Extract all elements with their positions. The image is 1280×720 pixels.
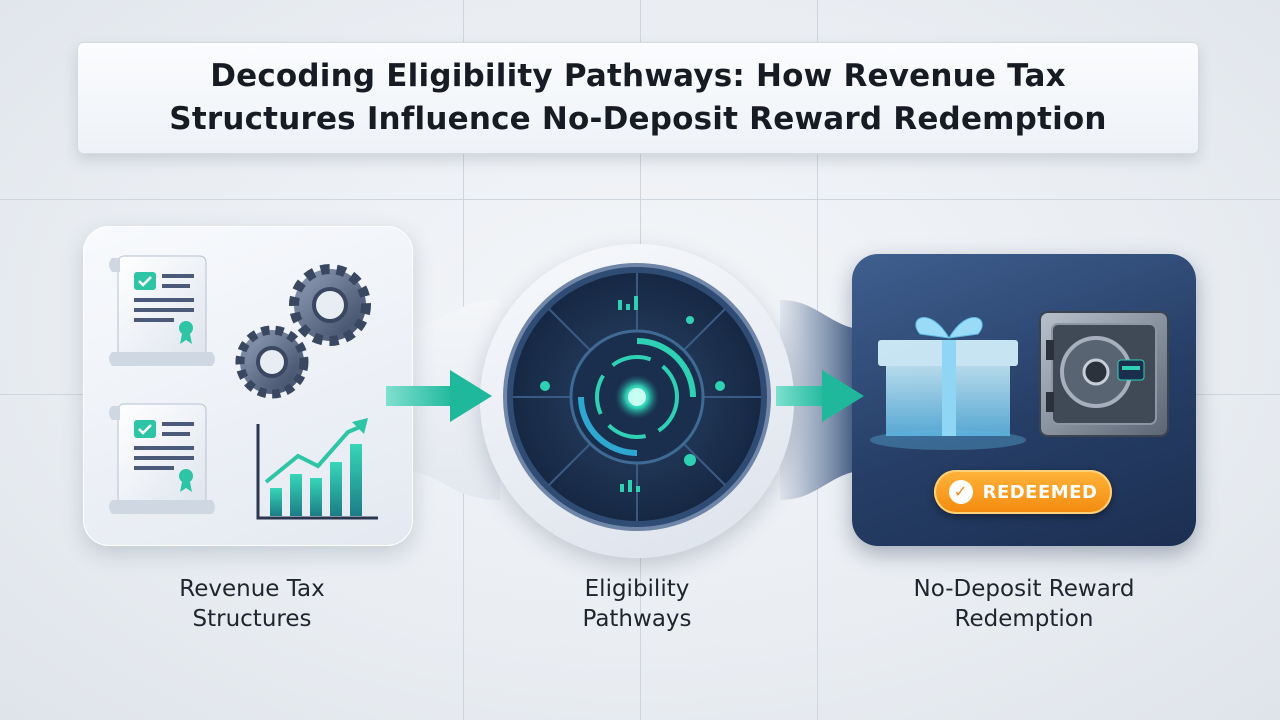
gift-box-icon xyxy=(870,317,1026,450)
caption-line: Revenue Tax xyxy=(179,576,325,602)
caption-line: Pathways xyxy=(582,606,692,632)
document-icon xyxy=(109,255,215,366)
step-caption-reward-redemption: No-Deposit Reward Redemption xyxy=(874,574,1174,634)
step-caption-revenue-tax: Revenue Tax Structures xyxy=(102,574,402,634)
redeemed-label: REDEEMED xyxy=(982,481,1098,503)
arrow-right-icon xyxy=(776,370,864,422)
dial-hub-icon xyxy=(503,263,771,531)
title-line-2: Structures Influence No-Deposit Reward R… xyxy=(169,101,1107,137)
caption-line: No-Deposit Reward xyxy=(913,576,1135,602)
grid-line xyxy=(0,199,1280,200)
bar-chart-icon xyxy=(256,418,378,520)
arrow-right-icon xyxy=(386,370,492,422)
check-icon: ✓ xyxy=(948,480,973,504)
gear-icon xyxy=(235,325,309,399)
gear-icon xyxy=(289,264,371,346)
title-banner: Decoding Eligibility Pathways: How Reven… xyxy=(77,42,1199,154)
redeemed-badge: ✓ REDEEMED xyxy=(934,470,1112,514)
document-icon xyxy=(109,403,215,514)
caption-line: Structures xyxy=(192,606,312,632)
page-title: Decoding Eligibility Pathways: How Reven… xyxy=(169,55,1106,141)
title-line-1: Decoding Eligibility Pathways: How Reven… xyxy=(210,58,1066,94)
caption-line: Eligibility xyxy=(584,576,690,602)
caption-line: Redemption xyxy=(954,606,1094,632)
vault-icon xyxy=(1039,311,1169,437)
step-caption-eligibility: Eligibility Pathways xyxy=(487,574,787,634)
